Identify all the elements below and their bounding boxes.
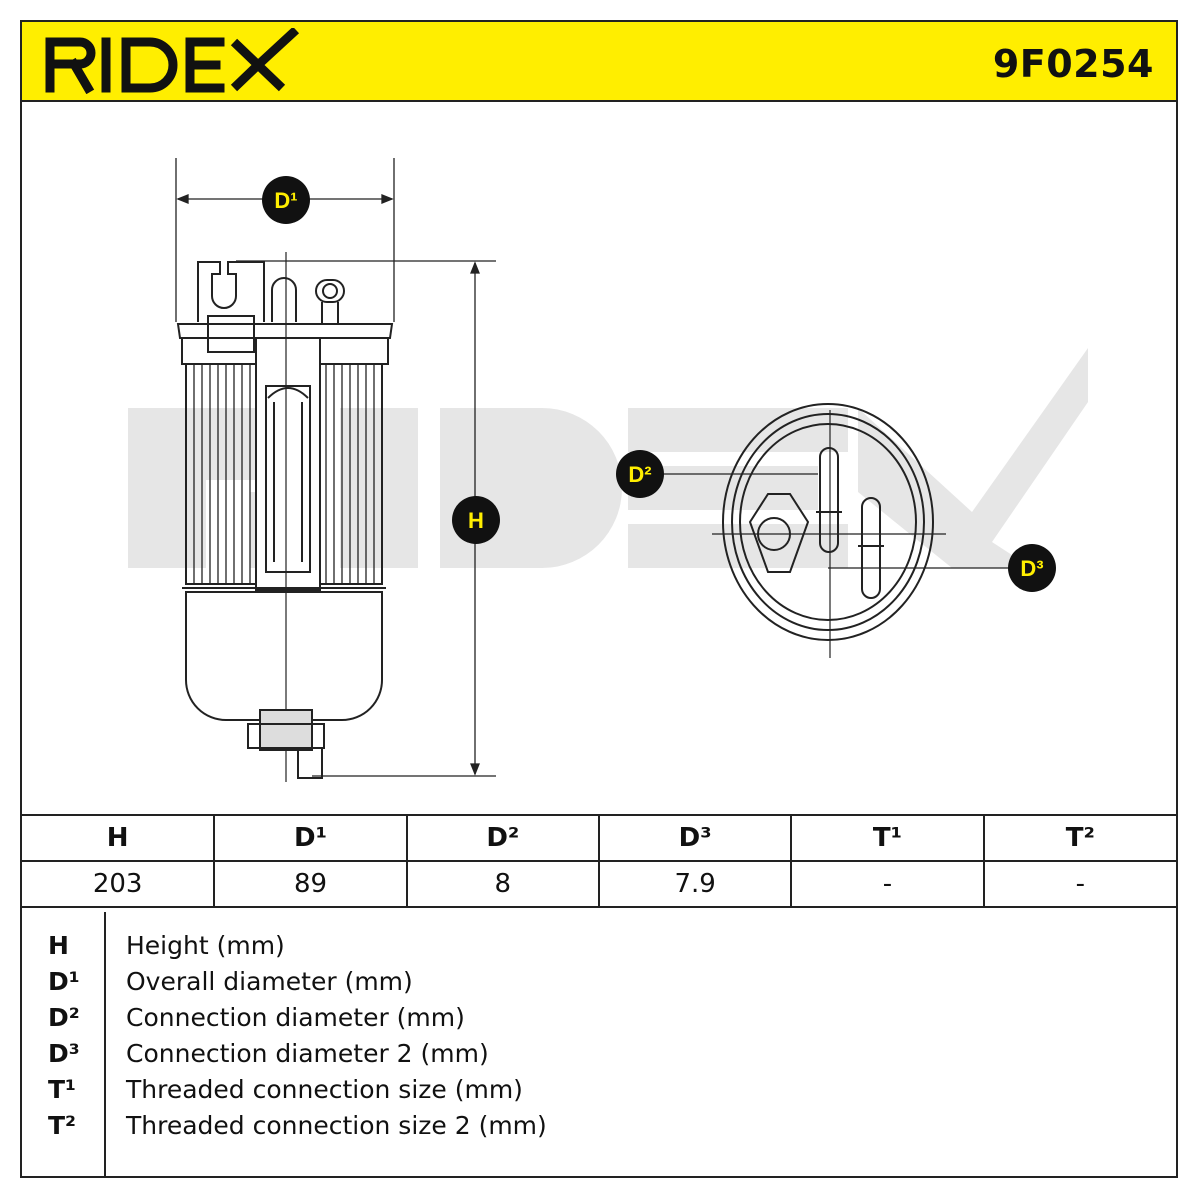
badge-d2: D² xyxy=(616,450,664,498)
datasheet: 9F0254 xyxy=(20,20,1178,1178)
legend: H Height (mm) D¹ Overall diameter (mm) D… xyxy=(22,912,1176,1176)
filter-top-view xyxy=(712,403,946,658)
badge-d3: D³ xyxy=(1008,544,1056,592)
svg-text:D¹: D¹ xyxy=(274,188,297,213)
legend-code: T¹ xyxy=(48,1075,77,1104)
legend-desc: Connection diameter 2 (mm) xyxy=(126,1039,489,1068)
legend-desc: Connection diameter (mm) xyxy=(126,1003,465,1032)
legend-desc: Height (mm) xyxy=(126,931,285,960)
legend-code: T² xyxy=(48,1111,77,1140)
spec-value-row: 203 89 8 7.9 - - xyxy=(22,860,1176,908)
legend-desc: Threaded connection size (mm) xyxy=(126,1075,523,1104)
spec-header-d2: D² xyxy=(405,814,600,862)
spec-value-t1: - xyxy=(790,860,985,908)
svg-text:D³: D³ xyxy=(1020,556,1043,581)
legend-code: D² xyxy=(48,1003,80,1032)
legend-item: D¹ Overall diameter (mm) xyxy=(22,964,1176,1000)
spec-value-d1: 89 xyxy=(213,860,408,908)
svg-text:H: H xyxy=(468,508,484,533)
spec-value-d2: 8 xyxy=(405,860,600,908)
part-number: 9F0254 xyxy=(992,42,1154,86)
spec-header-t1: T¹ xyxy=(790,814,985,862)
technical-drawing: D¹ H D² D³ xyxy=(128,158,1088,782)
legend-desc: Threaded connection size 2 (mm) xyxy=(126,1111,547,1140)
spec-value-h: 203 xyxy=(22,860,216,908)
header-bar: 9F0254 xyxy=(22,22,1176,102)
spec-table: H D¹ D² D³ T¹ T² 203 89 8 7.9 - - xyxy=(22,814,1176,908)
spec-header-t2: T² xyxy=(982,814,1176,862)
svg-text:D²: D² xyxy=(628,462,651,487)
spec-header-row: H D¹ D² D³ T¹ T² xyxy=(22,814,1176,862)
legend-item: D² Connection diameter (mm) xyxy=(22,1000,1176,1036)
badge-h: H xyxy=(452,496,500,544)
legend-item: T¹ Threaded connection size (mm) xyxy=(22,1072,1176,1108)
spec-header-d3: D³ xyxy=(597,814,793,862)
ridex-logo xyxy=(45,28,300,94)
legend-code: D¹ xyxy=(48,967,80,996)
spec-value-d3: 7.9 xyxy=(597,860,793,908)
legend-item: D³ Connection diameter 2 (mm) xyxy=(22,1036,1176,1072)
legend-item: H Height (mm) xyxy=(22,928,1176,964)
spec-header-d1: D¹ xyxy=(213,814,408,862)
spec-value-t2: - xyxy=(982,860,1176,908)
badge-d1: D¹ xyxy=(262,176,310,224)
legend-code: D³ xyxy=(48,1039,80,1068)
legend-code: H xyxy=(48,931,69,960)
spec-header-h: H xyxy=(22,814,216,862)
legend-divider xyxy=(104,912,106,1176)
filter-side-view xyxy=(176,252,394,782)
legend-desc: Overall diameter (mm) xyxy=(126,967,413,996)
legend-item: T² Threaded connection size 2 (mm) xyxy=(22,1108,1176,1144)
